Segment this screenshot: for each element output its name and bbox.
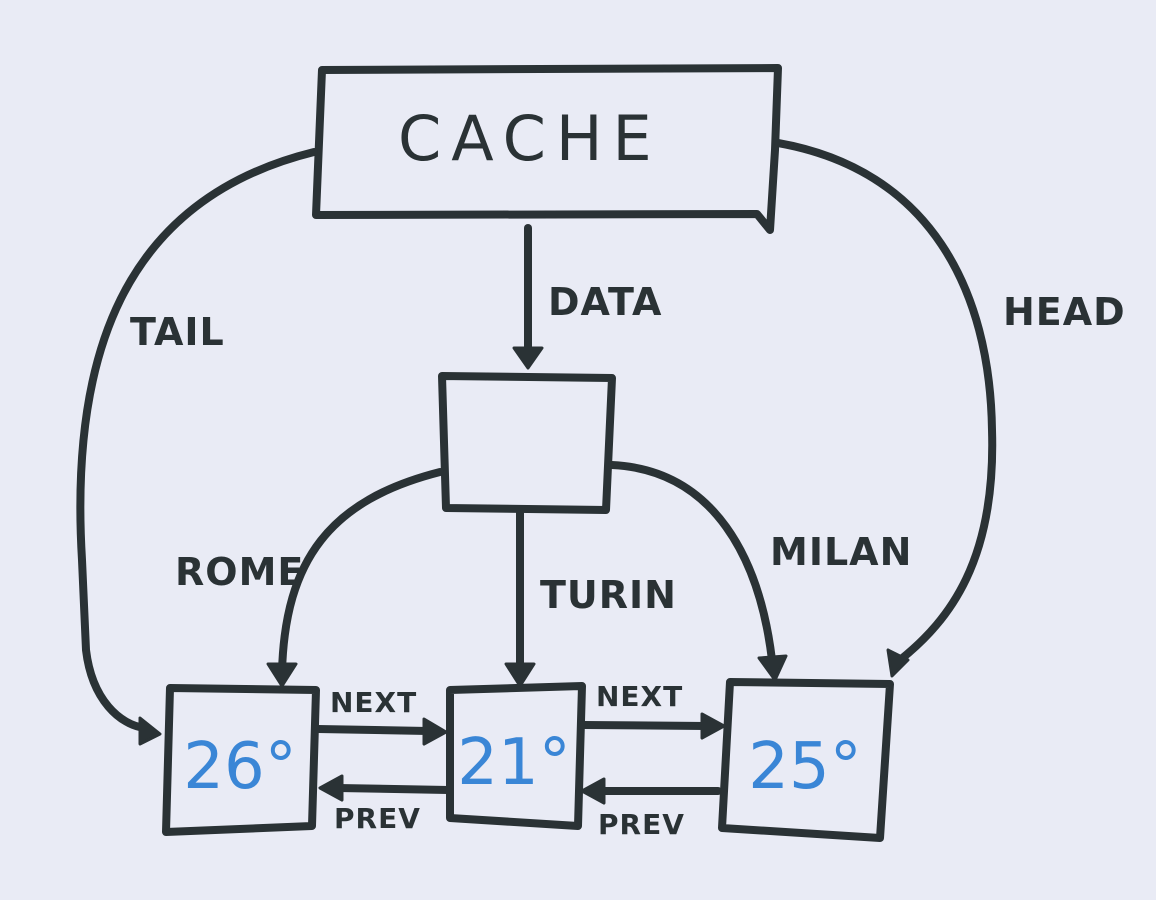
list-node-turin-value: 21° — [457, 726, 570, 800]
prev-edge-1-label: PREV — [334, 802, 421, 835]
rome-edge: ROME — [175, 468, 444, 688]
turin-edge-label: TURIN — [540, 573, 677, 617]
data-edge: DATA — [512, 224, 662, 370]
list-node-milan-value: 25° — [748, 730, 861, 804]
cache-node: CACHE — [312, 64, 782, 234]
tail-edge: TAIL — [76, 148, 318, 746]
data-edge-label: DATA — [548, 280, 662, 324]
data-map-node — [438, 372, 616, 514]
list-node-turin: 21° — [446, 682, 586, 830]
list-node-rome-value: 26° — [183, 730, 296, 804]
head-edge-label: HEAD — [1003, 290, 1126, 334]
list-node-rome: 26° — [162, 684, 320, 836]
list-node-milan: 25° — [718, 678, 894, 842]
milan-edge-label: MILAN — [770, 530, 912, 574]
next-edge-1: NEXT — [314, 686, 448, 746]
next-edge-2: NEXT — [580, 680, 726, 740]
next-edge-2-label: NEXT — [596, 680, 683, 713]
cache-label: CACHE — [398, 102, 662, 175]
rome-edge-label: ROME — [175, 550, 304, 594]
head-edge: HEAD — [774, 139, 1126, 678]
next-edge-1-label: NEXT — [330, 686, 417, 719]
tail-edge-label: TAIL — [130, 310, 225, 354]
prev-edge-1: PREV — [318, 774, 452, 835]
milan-edge: MILAN — [608, 461, 912, 682]
prev-edge-2-label: PREV — [598, 808, 685, 841]
turin-edge: TURIN — [504, 508, 677, 688]
prev-edge-2: PREV — [580, 777, 722, 841]
